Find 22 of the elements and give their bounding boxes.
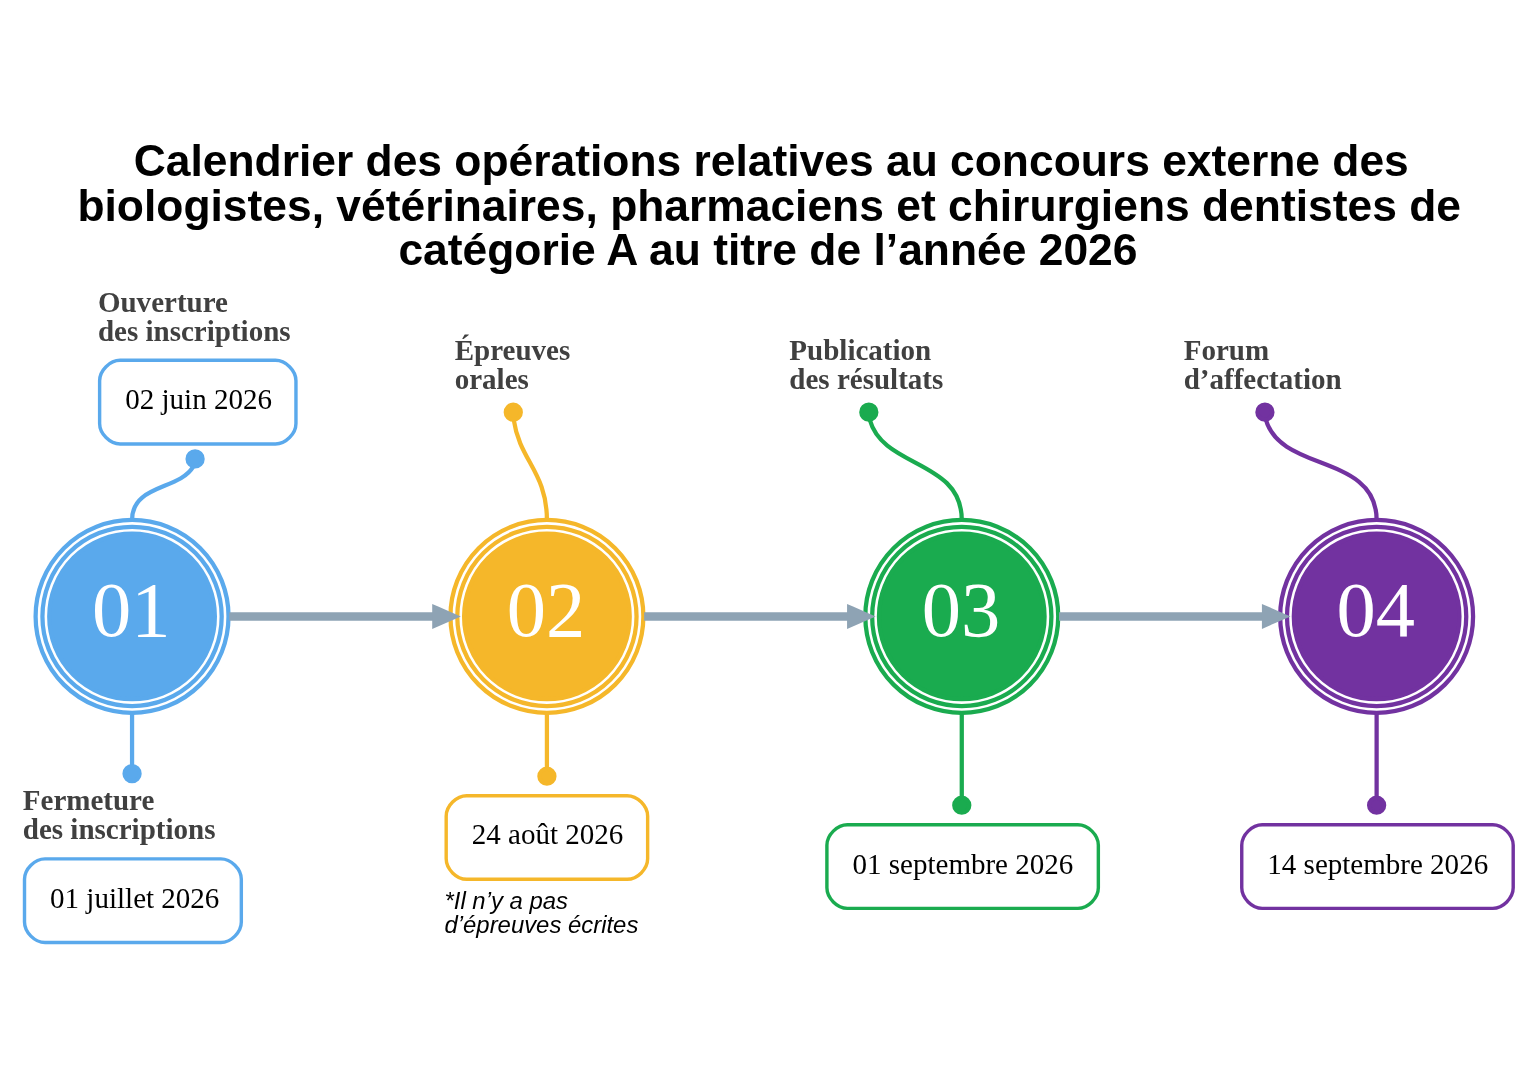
- node-label: Ouverture des inscriptions: [97, 285, 291, 347]
- node-text: Publication des résultats: [789, 333, 944, 395]
- node-circle: 01: [33, 517, 231, 715]
- connector: [537, 712, 557, 786]
- diagram-title: Calendrier des opérations relatives au concours externe des biologistes, vétérinaires, pharmaciens et chirurgiens dentistes de catégorie A au titre de l’année 2026: [77, 136, 1461, 275]
- node-circle: 02: [448, 517, 646, 715]
- connector: [122, 712, 142, 784]
- node-circle: 04: [1278, 517, 1476, 715]
- node-circle: 03: [863, 517, 1061, 715]
- connector: [129, 449, 205, 521]
- arrow: [644, 603, 876, 629]
- arrow: [1059, 603, 1291, 629]
- connector: [503, 402, 550, 521]
- node-label: *Il n’y a pas d’épreuves écrites: [444, 886, 639, 938]
- node-text: Forum d’affectation: [1183, 333, 1342, 395]
- node-label: Fermeture des inscriptions: [22, 784, 216, 846]
- connector: [1255, 402, 1379, 521]
- arrow: [229, 603, 461, 629]
- connector: [952, 712, 972, 815]
- connector: [1366, 712, 1387, 815]
- node-text: Épreuves orales: [454, 333, 571, 395]
- connector: [859, 402, 964, 521]
